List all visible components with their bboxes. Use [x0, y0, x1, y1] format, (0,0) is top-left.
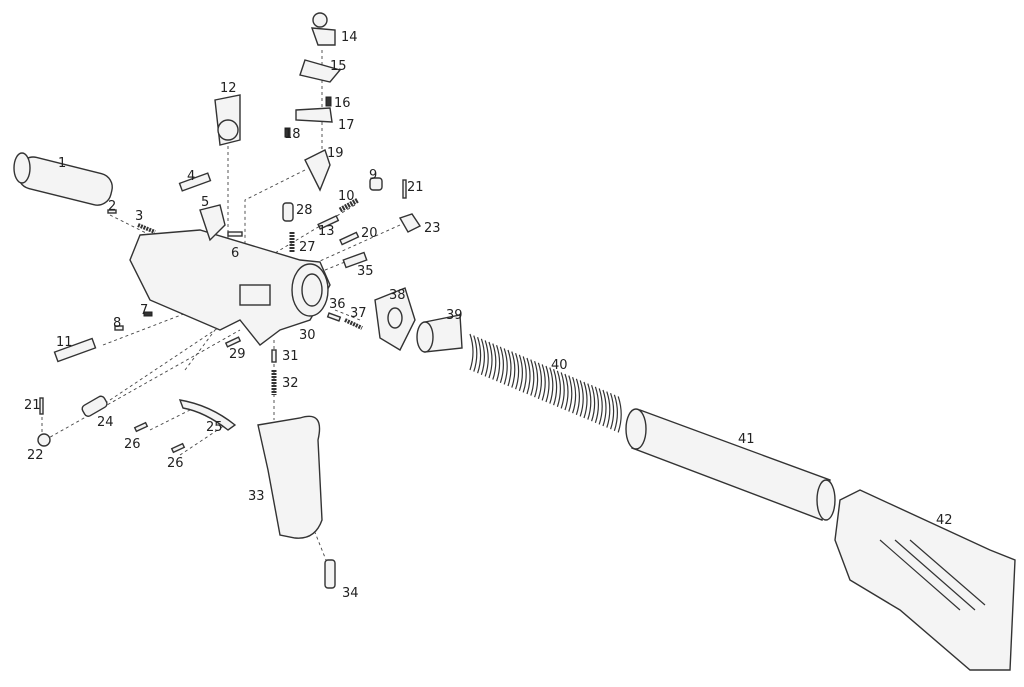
part-label-15: 15 [330, 59, 347, 74]
part-label-32: 32 [282, 376, 299, 391]
part-label-22: 22 [27, 448, 44, 463]
part-label-39: 39 [446, 308, 463, 323]
part-stock [834, 489, 1016, 671]
part-label-27: 27 [299, 240, 316, 255]
part-label-25: 25 [206, 420, 223, 435]
part-label-42: 42 [936, 513, 953, 528]
part-label-24: 24 [97, 415, 114, 430]
part-label-13: 13 [318, 224, 335, 239]
part-label-23: 23 [424, 221, 441, 236]
part-label-2: 2 [108, 199, 116, 214]
part-label-21: 21 [24, 398, 41, 413]
part-label-5: 5 [201, 195, 209, 210]
part-label-26: 26 [124, 437, 141, 452]
part-label-11: 11 [56, 335, 73, 350]
part-label-40: 40 [551, 358, 568, 373]
part-buffer [13, 152, 113, 206]
part-label-29: 29 [229, 347, 246, 362]
part-label-35: 35 [357, 264, 374, 279]
part-buffer-tube [625, 408, 836, 521]
part-pistol-grip [257, 415, 336, 589]
part-label-12: 12 [220, 81, 237, 96]
part-label-3: 3 [135, 209, 143, 224]
part-label-37: 37 [350, 306, 367, 321]
part-lower-receiver [129, 229, 331, 346]
part-label-33: 33 [248, 489, 265, 504]
part-label-30: 30 [299, 328, 316, 343]
part-label-9: 9 [369, 168, 377, 183]
part-label-38: 38 [389, 288, 406, 303]
part-label-8: 8 [113, 316, 121, 331]
part-label-16: 16 [334, 96, 351, 111]
part-end-plate-and-nut [374, 287, 463, 353]
part-label-14: 14 [341, 30, 358, 45]
part-label-7: 7 [140, 303, 148, 318]
part-label-4: 4 [187, 169, 195, 184]
part-buffer-spring [469, 333, 622, 433]
part-label-10: 10 [338, 189, 355, 204]
part-label-18: 18 [284, 127, 301, 142]
part-label-1: 1 [58, 156, 66, 171]
part-label-19: 19 [327, 146, 344, 161]
part-label-31: 31 [282, 349, 299, 364]
part-label-41: 41 [738, 432, 755, 447]
part-label-26: 26 [167, 456, 184, 471]
part-label-6: 6 [231, 246, 239, 261]
part-label-21: 21 [407, 180, 424, 195]
part-small-components [37, 12, 422, 454]
part-label-34: 34 [342, 586, 359, 601]
part-label-28: 28 [296, 203, 313, 218]
part-label-20: 20 [361, 226, 378, 241]
part-label-17: 17 [338, 118, 355, 133]
part-label-36: 36 [329, 297, 346, 312]
